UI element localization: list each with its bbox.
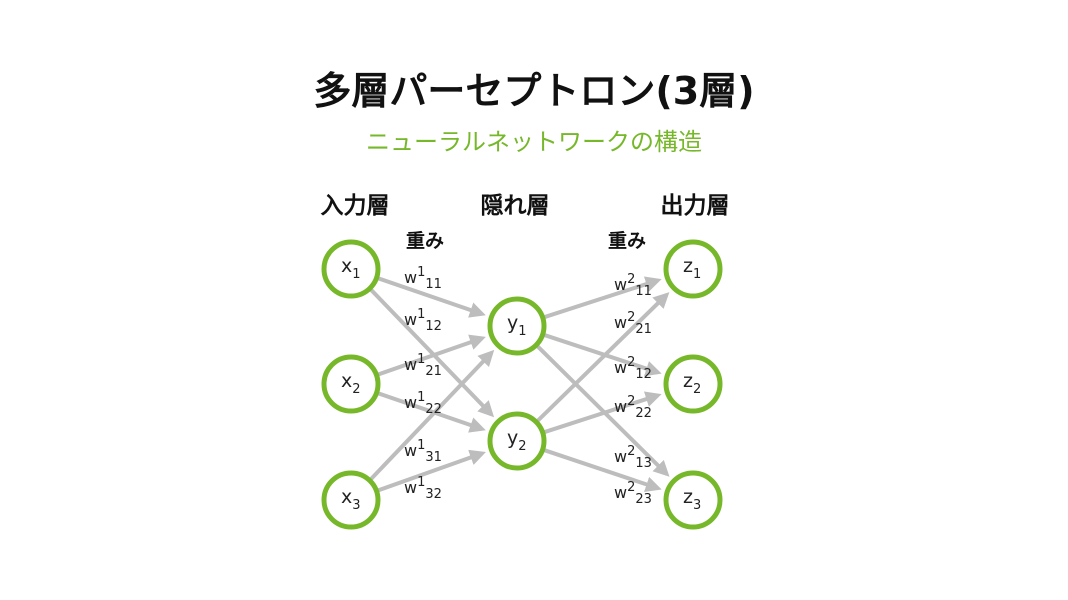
- weight-label-w2-13: w213: [614, 444, 652, 471]
- edge-input2-hidden0: [368, 349, 495, 482]
- node-z3: [663, 470, 723, 530]
- hidden-layer-label: 隠れ層: [480, 193, 550, 219]
- weights-label-1: 重み: [405, 230, 444, 252]
- node-label-x2: x2: [341, 370, 361, 397]
- edge-hidden0-output2: [534, 343, 670, 477]
- edge-hidden1-output2: [541, 447, 662, 493]
- edge-input0-hidden1: [368, 287, 495, 418]
- node-x1: [321, 239, 381, 299]
- output-layer-label: 出力層: [660, 193, 730, 219]
- weight-label-w2-11: w211: [614, 272, 652, 299]
- node-label-y2: y2: [507, 427, 527, 454]
- node-x2: [321, 354, 381, 414]
- weight-label-w1-11: w111: [404, 265, 442, 292]
- node-x3: [321, 470, 381, 530]
- node-z1: [663, 239, 723, 299]
- node-label-z2: z2: [683, 370, 701, 397]
- edge-hidden0-output1: [542, 332, 662, 377]
- edge-hidden1-output1: [542, 391, 662, 435]
- edge-hidden1-output0: [534, 292, 670, 424]
- edge-input1-hidden1: [375, 390, 486, 433]
- edge-input2-hidden1: [375, 449, 486, 493]
- weight-label-w1-12: w112: [404, 307, 442, 334]
- weight-label-w2-21: w221: [614, 310, 652, 337]
- node-y1: [487, 296, 547, 356]
- edge-input1-hidden0: [375, 334, 486, 377]
- subtitle: ニューラルネットワークの構造: [366, 128, 702, 156]
- node-z2: [663, 354, 723, 414]
- weight-label-w2-23: w223: [614, 480, 652, 507]
- input-layer-label: 入力層: [320, 193, 390, 219]
- weight-label-w1-32: w132: [404, 475, 442, 502]
- weight-label-w2-12: w212: [614, 355, 652, 382]
- page-title: 多層パーセプトロン(3層): [313, 69, 755, 113]
- edge-input0-hidden0: [375, 275, 486, 318]
- node-label-z1: z1: [683, 255, 701, 282]
- edge-hidden0-output0: [542, 276, 662, 320]
- weight-label-w2-22: w222: [614, 394, 652, 421]
- node-label-y1: y1: [507, 312, 527, 339]
- weight-label-w1-31: w131: [404, 438, 442, 465]
- weight-label-w1-21: w121: [404, 352, 442, 379]
- node-label-x3: x3: [341, 486, 361, 513]
- node-y2: [487, 411, 547, 471]
- node-label-z3: z3: [683, 486, 701, 513]
- weight-label-w1-22: w122: [404, 390, 442, 417]
- node-label-x1: x1: [341, 255, 361, 282]
- weights-label-2: 重み: [607, 230, 646, 252]
